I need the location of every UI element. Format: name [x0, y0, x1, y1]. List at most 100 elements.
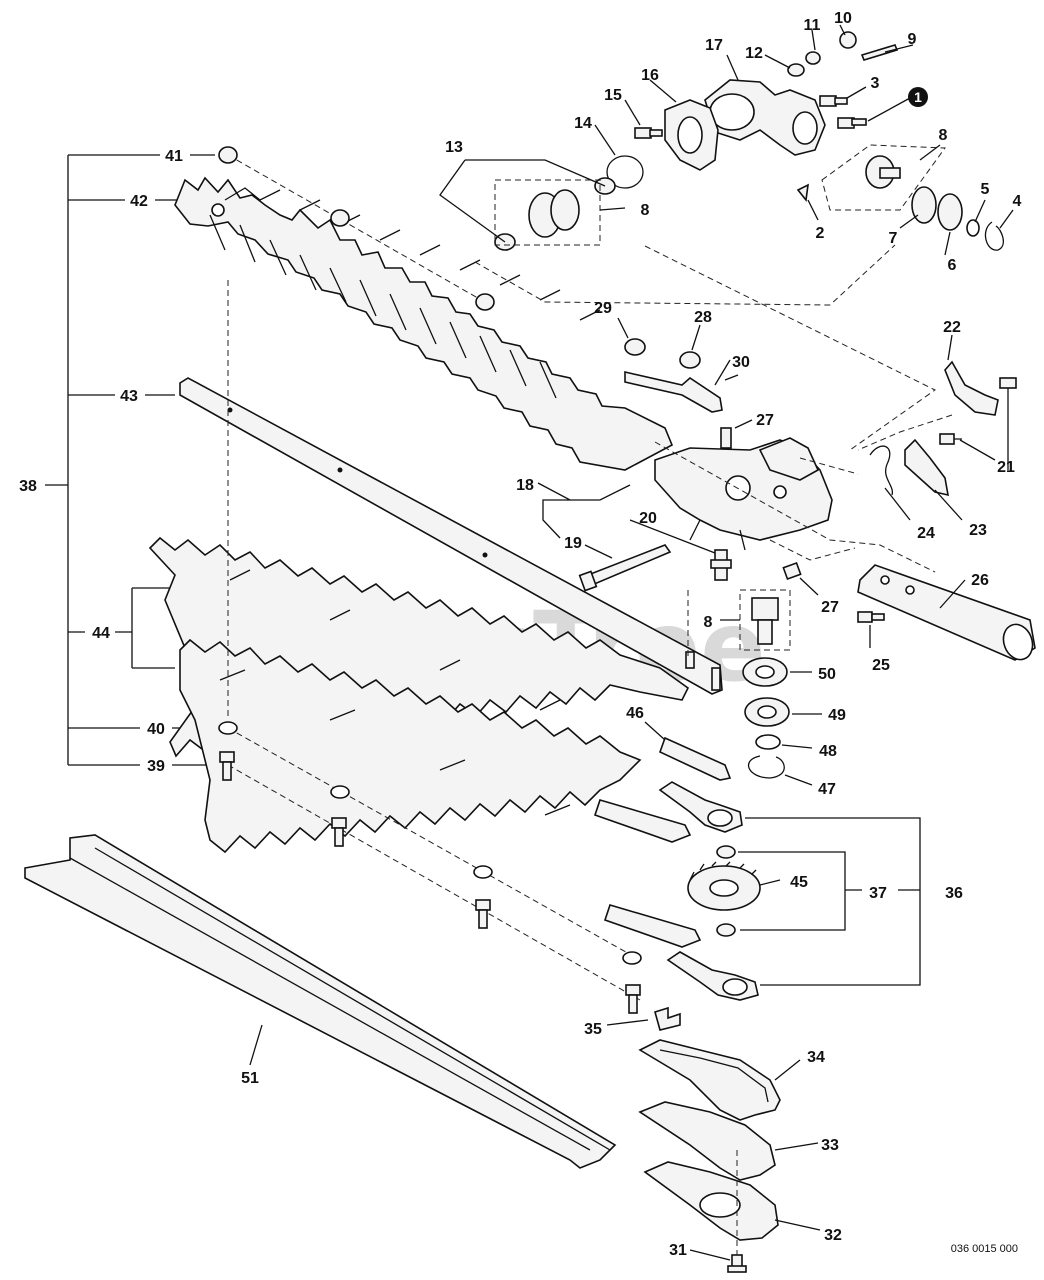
callout-24: 24 — [917, 525, 935, 542]
bolts-39 — [219, 751, 641, 1014]
leader-lines — [439, 24, 1014, 1261]
bolt-1 — [837, 117, 867, 129]
grease-fitting-27a — [720, 427, 732, 449]
callout-33: 33 — [821, 1137, 839, 1154]
callout-45: 45 — [790, 874, 808, 891]
ring-5 — [966, 219, 980, 237]
bearing-6 — [937, 193, 963, 231]
callout-8a: 8 — [939, 127, 948, 144]
cover-33 — [638, 1101, 776, 1181]
callout-43: 43 — [120, 388, 138, 405]
grease-fitting-27b — [782, 561, 802, 581]
callout-49: 49 — [828, 707, 846, 724]
cover-32 — [643, 1161, 779, 1241]
callout-26: 26 — [971, 572, 989, 589]
upper-blade-42 — [174, 176, 674, 471]
callout-4: 4 — [1013, 193, 1022, 210]
callout-21: 21 — [997, 459, 1015, 476]
plate-46 — [659, 736, 732, 781]
callouts: 1 2 3 4 5 6 7 8 8 8 9 10 11 12 13 14 15 … — [19, 10, 1021, 1259]
callout-42: 42 — [130, 193, 148, 210]
callout-36: 36 — [945, 885, 963, 902]
oring-14 — [606, 155, 644, 189]
gear-case-18 — [654, 437, 833, 551]
rod-36b — [666, 951, 759, 1001]
callout-12: 12 — [745, 45, 763, 62]
circlip-4 — [984, 221, 1004, 251]
ring-48 — [755, 734, 781, 750]
nut-29 — [624, 338, 646, 356]
key-2 — [796, 183, 809, 202]
callout-5: 5 — [981, 181, 990, 198]
callout-48: 48 — [819, 743, 837, 760]
callout-41: 41 — [165, 148, 183, 165]
pin-20 — [710, 549, 732, 581]
callout-6: 6 — [948, 257, 957, 274]
callout-10: 10 — [834, 10, 852, 27]
callout-35: 35 — [584, 1021, 602, 1038]
gear-8a — [494, 179, 601, 246]
assembly-lines-top — [474, 244, 953, 573]
callout-39: 39 — [147, 758, 165, 775]
washer-12 — [787, 63, 805, 77]
bolt-3 — [819, 95, 848, 107]
drawing-code: 036 0015 000 — [951, 1243, 1018, 1255]
lever-22 — [944, 360, 999, 416]
callout-3: 3 — [871, 75, 880, 92]
washer-11 — [805, 51, 821, 65]
callout-32: 32 — [824, 1227, 842, 1244]
callout-16: 16 — [641, 67, 659, 84]
callout-25: 25 — [872, 657, 890, 674]
screw-31 — [727, 1150, 747, 1273]
callout-19: 19 — [564, 535, 582, 552]
callout-27b: 27 — [821, 599, 839, 616]
callout-15: 15 — [604, 87, 622, 104]
callout-47: 47 — [818, 781, 836, 798]
callout-44: 44 — [92, 625, 110, 642]
gear-plate-16 — [664, 99, 719, 171]
gear-8b — [821, 144, 946, 211]
screw-9 — [860, 44, 899, 61]
bracket-38 — [45, 154, 215, 766]
callout-27a: 27 — [756, 412, 774, 429]
bracket-36 — [745, 817, 921, 986]
callout-40: 40 — [147, 721, 165, 738]
bracket-37 — [738, 851, 862, 931]
bearing-50 — [742, 657, 788, 687]
nut-10 — [839, 31, 857, 49]
gear-45 — [687, 861, 761, 911]
gasket-34 — [638, 1039, 781, 1121]
callout-34: 34 — [807, 1049, 825, 1066]
callout-8b: 8 — [641, 202, 650, 219]
bolt-21 — [939, 377, 1017, 470]
blade-cover-51 — [24, 834, 617, 1169]
plate-30 — [624, 370, 739, 413]
callout-14: 14 — [574, 115, 592, 132]
rod-36a — [658, 781, 743, 833]
callout-11: 11 — [804, 17, 821, 34]
callout-29: 29 — [594, 300, 612, 317]
bearing-7 — [911, 186, 937, 224]
callout-30: 30 — [732, 354, 750, 371]
callout-23: 23 — [969, 522, 987, 539]
lower-blades-44 — [148, 280, 702, 948]
bolt-15 — [634, 127, 663, 139]
callout-50: 50 — [818, 666, 836, 683]
washer-37a — [716, 845, 736, 859]
callout-31: 31 — [669, 1242, 687, 1259]
spring-24 — [869, 445, 894, 496]
callout-46: 46 — [626, 705, 644, 722]
callout-8c: 8 — [704, 614, 713, 631]
bearing-49 — [744, 697, 790, 727]
guide-bar-43 — [179, 377, 723, 695]
callout-38: 38 — [19, 478, 37, 495]
circlip-47 — [747, 755, 785, 779]
callout-18: 18 — [516, 477, 534, 494]
bracket-23 — [904, 438, 949, 497]
washers-40 — [218, 721, 642, 965]
callout-7: 7 — [889, 230, 898, 247]
nut-28 — [679, 351, 701, 369]
callout-28: 28 — [694, 309, 712, 326]
gear-housing-17 — [704, 79, 826, 156]
